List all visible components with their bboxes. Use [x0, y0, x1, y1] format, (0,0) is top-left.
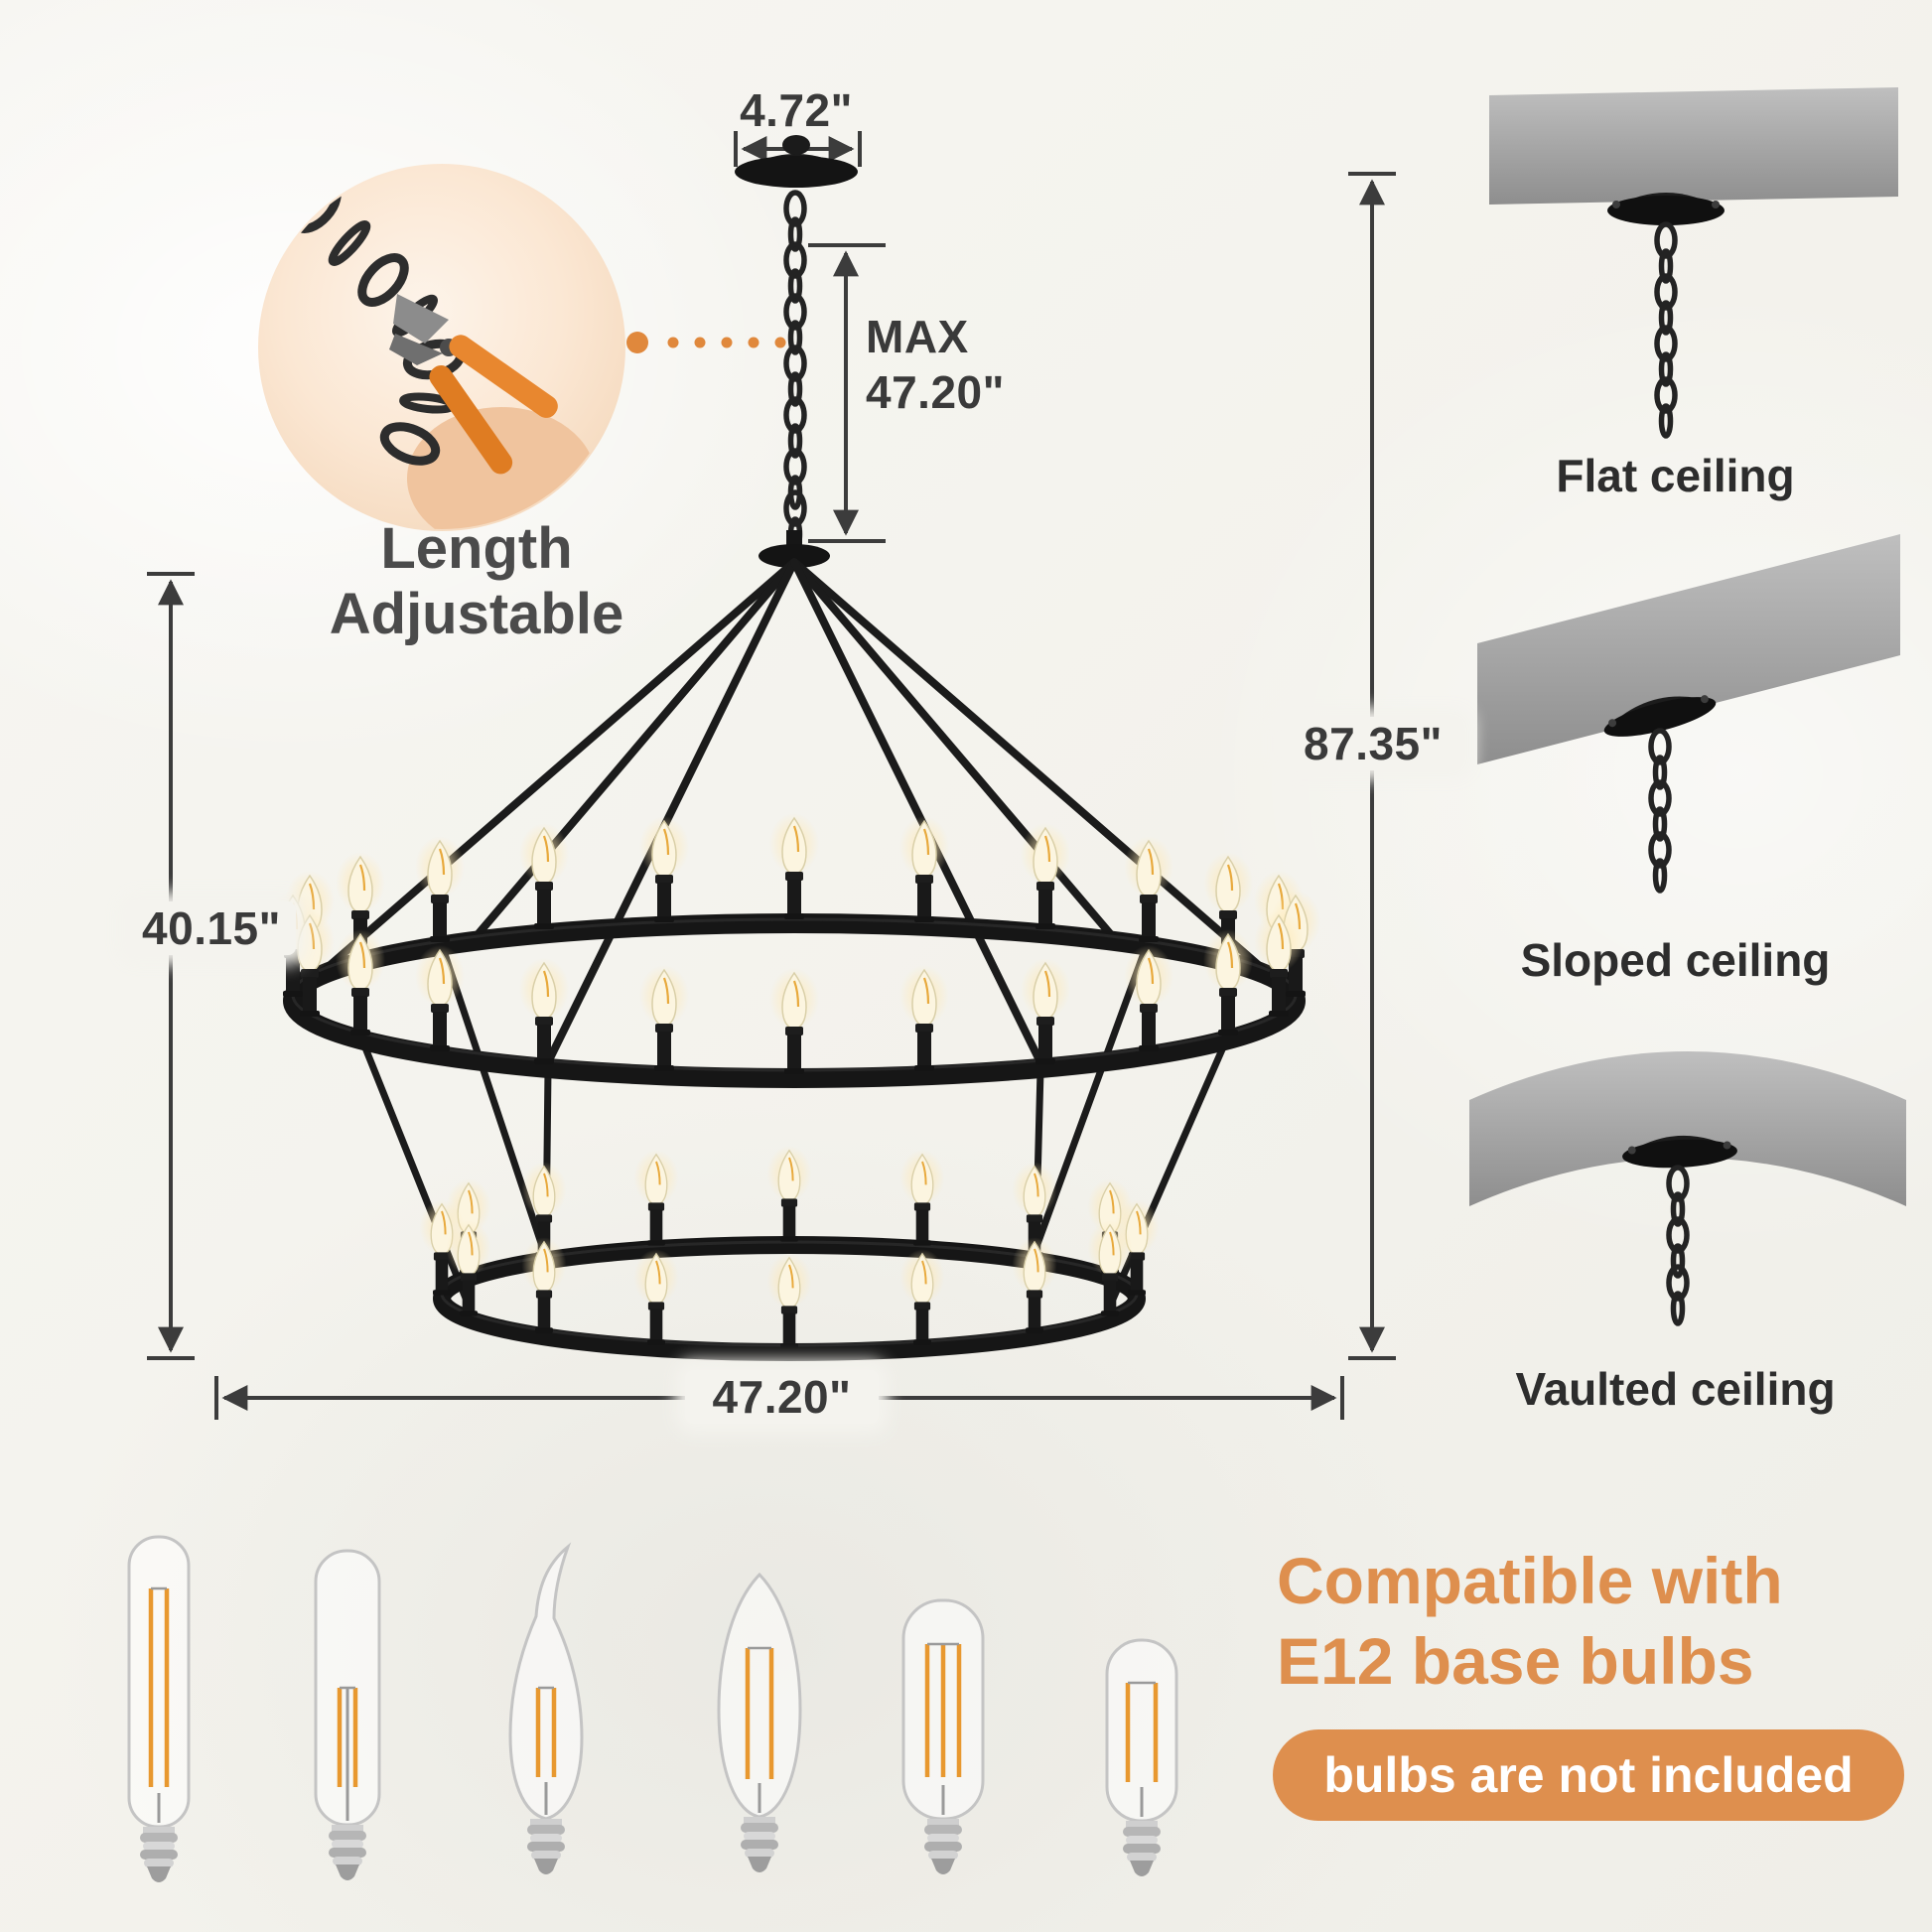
- dim-canopy-width: 4.72": [740, 84, 853, 136]
- length-adjustable-inset: [258, 164, 625, 531]
- dim-diameter: 47.20": [685, 1370, 879, 1424]
- flat-ceiling-mount-icon: [1489, 87, 1898, 436]
- compatibility-heading: Compatible with E12 base bulbs: [1277, 1541, 1932, 1701]
- bulbs-note-badge: bulbs are not included: [1273, 1729, 1904, 1821]
- ceiling-option-vaulted-label: Vaulted ceiling: [1515, 1363, 1836, 1415]
- t22-mini-tube-bulb-icon: [1105, 1638, 1178, 1876]
- b11-torpedo-bulb-icon: [717, 1572, 802, 1872]
- t45-tube-bulb-icon: [901, 1598, 985, 1874]
- compatibility-heading-line1: Compatible with: [1277, 1544, 1783, 1617]
- bulb-icons: [127, 1535, 1178, 1882]
- compatibility-heading-line2: E12 base bulbs: [1277, 1623, 1754, 1698]
- dim-chain-max-value: 47.20": [866, 366, 1005, 418]
- vaulted-ceiling-mount-icon: [1469, 1051, 1906, 1323]
- t6-long-tube-bulb-icon: [127, 1535, 191, 1882]
- t6-short-tube-bulb-icon: [314, 1549, 381, 1880]
- pliers-icon: [389, 294, 558, 475]
- length-adjustable-line1: Length: [380, 516, 573, 581]
- bulbs-note-text: bulbs are not included: [1323, 1747, 1854, 1803]
- ceiling-option-sloped-label: Sloped ceiling: [1520, 934, 1831, 986]
- dim-total-height: 87.35": [1283, 717, 1463, 770]
- chandelier-illustration: [266, 135, 1322, 1361]
- dim-body-height: 40.15": [127, 901, 296, 955]
- length-adjustable-label: Length Adjustable: [283, 516, 670, 647]
- sloped-ceiling-mount-icon: [1477, 534, 1900, 891]
- dim-chain-max-label: MAX: [866, 311, 969, 362]
- flame-tip-candelabra-bulb-icon: [508, 1542, 584, 1874]
- adjust-pointer-dots: [626, 332, 786, 353]
- ceiling-option-flat-label: Flat ceiling: [1556, 450, 1795, 501]
- length-adjustable-line2: Adjustable: [329, 582, 624, 647]
- hanging-chain-icon: [786, 193, 804, 549]
